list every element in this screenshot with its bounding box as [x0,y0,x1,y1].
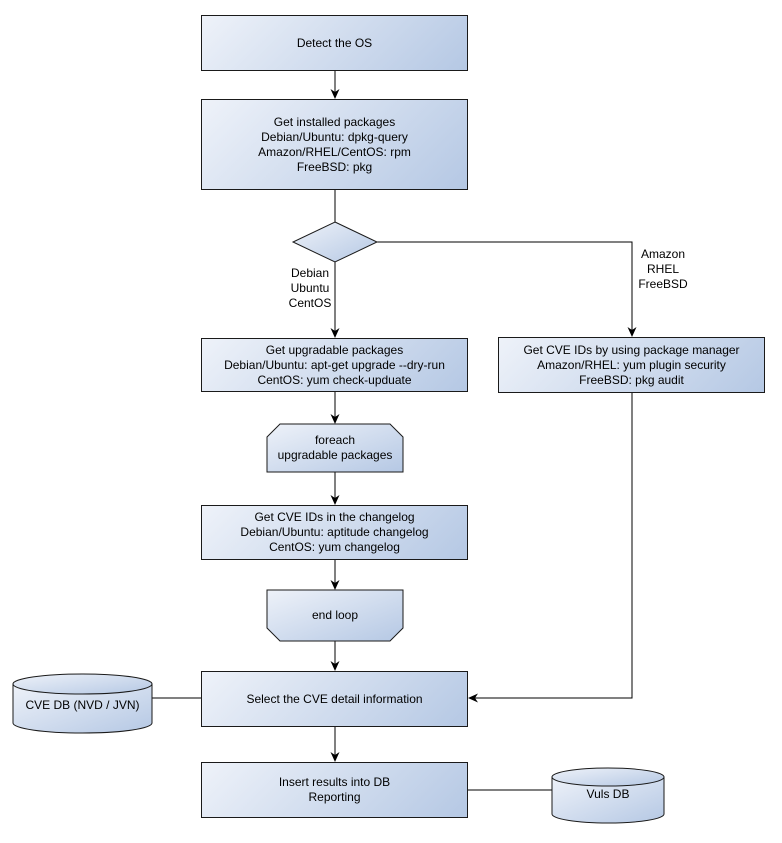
node-get-cve-ids-changelog: Get CVE IDs in the changelog Debian/Ubun… [201,505,468,560]
vuls-db-cylinder [551,767,665,824]
connector-lines [152,71,633,791]
node-get-installed-packages: Get installed packages Debian/Ubuntu: dp… [201,99,468,190]
end-loop-shape [266,589,404,642]
cve-db-cylinder [12,673,153,734]
arrowheads [330,89,637,762]
os-decision-diamond [291,221,379,263]
foreach-loop-shape [266,423,404,473]
node-get-cve-ids-package-manager: Get CVE IDs by using package manager Ama… [498,337,765,393]
node-select-cve-detail: Select the CVE detail information [201,671,468,727]
edge-decision-to-pkg-manager [377,241,633,331]
branch-label-amazon-rhel-freebsd: Amazon RHEL FreeBSD [638,247,688,291]
branch-label-debian-ubuntu-centos: Debian Ubuntu CentOS [288,266,332,310]
node-insert-results: Insert results into DB Reporting [201,762,468,818]
edge-pkg-manager-to-select [475,393,633,699]
node-detect-os: Detect the OS [201,15,468,71]
node-get-upgradable-packages: Get upgradable packages Debian/Ubuntu: a… [201,338,468,392]
